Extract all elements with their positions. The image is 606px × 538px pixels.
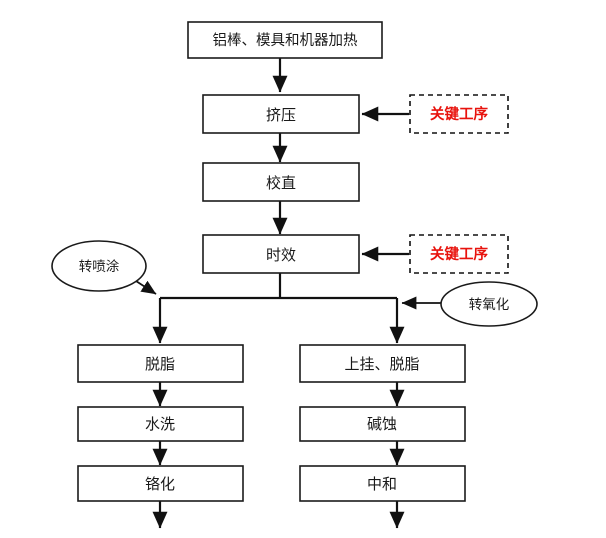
node-branch-to-spray-label: 转喷涂 [79,259,120,275]
node-branch-to-anodize[interactable]: 转氧化 [440,281,538,327]
node-branch-to-spray[interactable]: 转喷涂 [51,240,147,292]
node-aging[interactable]: 时效 [202,234,360,274]
node-straightening-label: 校直 [266,174,296,192]
annotation-key-process-aging[interactable]: 关键工序 [409,234,509,274]
node-chromating-label: 铬化 [145,475,175,493]
node-neutralize[interactable]: 中和 [299,465,466,502]
node-heating-label: 铝棒、模具和机器加热 [213,32,358,49]
node-water-wash[interactable]: 水洗 [77,406,244,442]
node-degreasing-left-label: 脱脂 [145,355,175,373]
node-aging-label: 时效 [266,246,296,264]
node-alkaline-etch[interactable]: 碱蚀 [299,406,466,442]
node-extrusion[interactable]: 挤压 [202,94,360,134]
node-chromating[interactable]: 铬化 [77,465,244,502]
node-branch-to-anodize-label: 转氧化 [469,297,510,313]
annotation-key-process-aging-label: 关键工序 [430,245,488,263]
node-hang-degrease[interactable]: 上挂、脱脂 [299,344,466,383]
node-neutralize-label: 中和 [367,475,397,493]
node-alkaline-etch-label: 碱蚀 [367,415,397,433]
node-hang-degrease-label: 上挂、脱脂 [344,355,419,373]
node-heating[interactable]: 铝棒、模具和机器加热 [187,21,383,59]
node-water-wash-label: 水洗 [145,415,175,433]
node-degreasing-left[interactable]: 脱脂 [77,344,244,383]
annotation-key-process-extrusion[interactable]: 关键工序 [409,94,509,134]
node-straightening[interactable]: 校直 [202,162,360,202]
node-extrusion-label: 挤压 [266,106,296,124]
annotation-key-process-extrusion-label: 关键工序 [430,105,488,123]
